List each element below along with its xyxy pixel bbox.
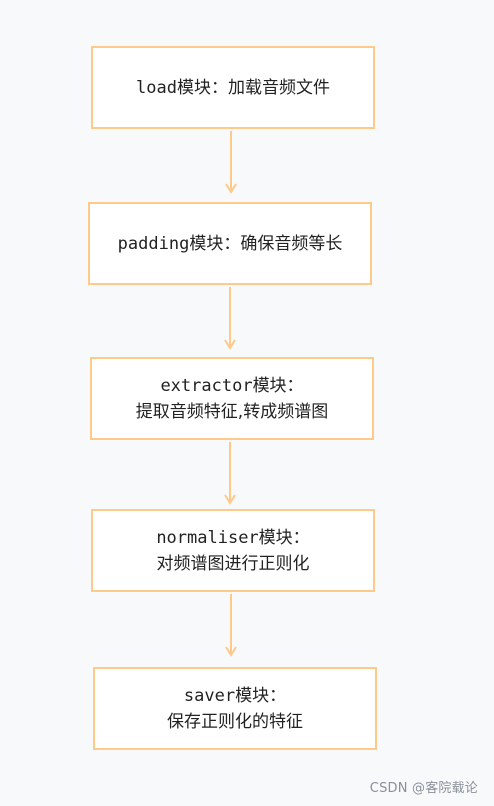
node-saver-line2: 保存正则化的特征 [167,711,303,732]
node-padding: padding模块：确保音频等长 [88,202,372,285]
node-load-text: 模块：加载音频文件 [176,77,330,98]
node-normaliser-line2: 对频谱图进行正则化 [156,553,310,574]
arrow-extractor-to-normaliser [224,442,236,505]
node-extractor-line1: extractor模块： [160,373,303,399]
node-normaliser-line1: normaliser模块： [156,525,309,551]
node-normaliser: normaliser模块： 对频谱图进行正则化 [91,509,375,592]
node-normaliser-text: 模块： [258,527,310,548]
node-extractor-line2: 提取音频特征,转成频谱图 [135,401,329,422]
node-extractor-text: 模块： [252,375,304,396]
node-extractor-code: extractor [160,375,253,396]
node-saver-text: 模块： [235,685,287,706]
arrow-load-to-padding [225,131,237,194]
node-load: load模块：加载音频文件 [91,46,375,129]
arrow-padding-to-extractor [224,287,236,350]
node-normaliser-code: normaliser [156,527,259,548]
node-load-code: load [136,77,177,98]
arrow-normaliser-to-saver [225,594,237,657]
node-load-line1: load模块：加载音频文件 [136,75,330,101]
node-saver-code: saver [183,685,236,706]
watermark: CSDN @客院载论 [369,781,478,796]
node-padding-text: 模块：确保音频等长 [189,233,343,254]
node-padding-line1: padding模块：确保音频等长 [118,231,343,257]
node-padding-code: padding [117,233,190,254]
node-saver-line1: saver模块： [184,683,286,709]
node-saver: saver模块： 保存正则化的特征 [93,667,377,750]
node-extractor: extractor模块： 提取音频特征,转成频谱图 [90,357,374,440]
